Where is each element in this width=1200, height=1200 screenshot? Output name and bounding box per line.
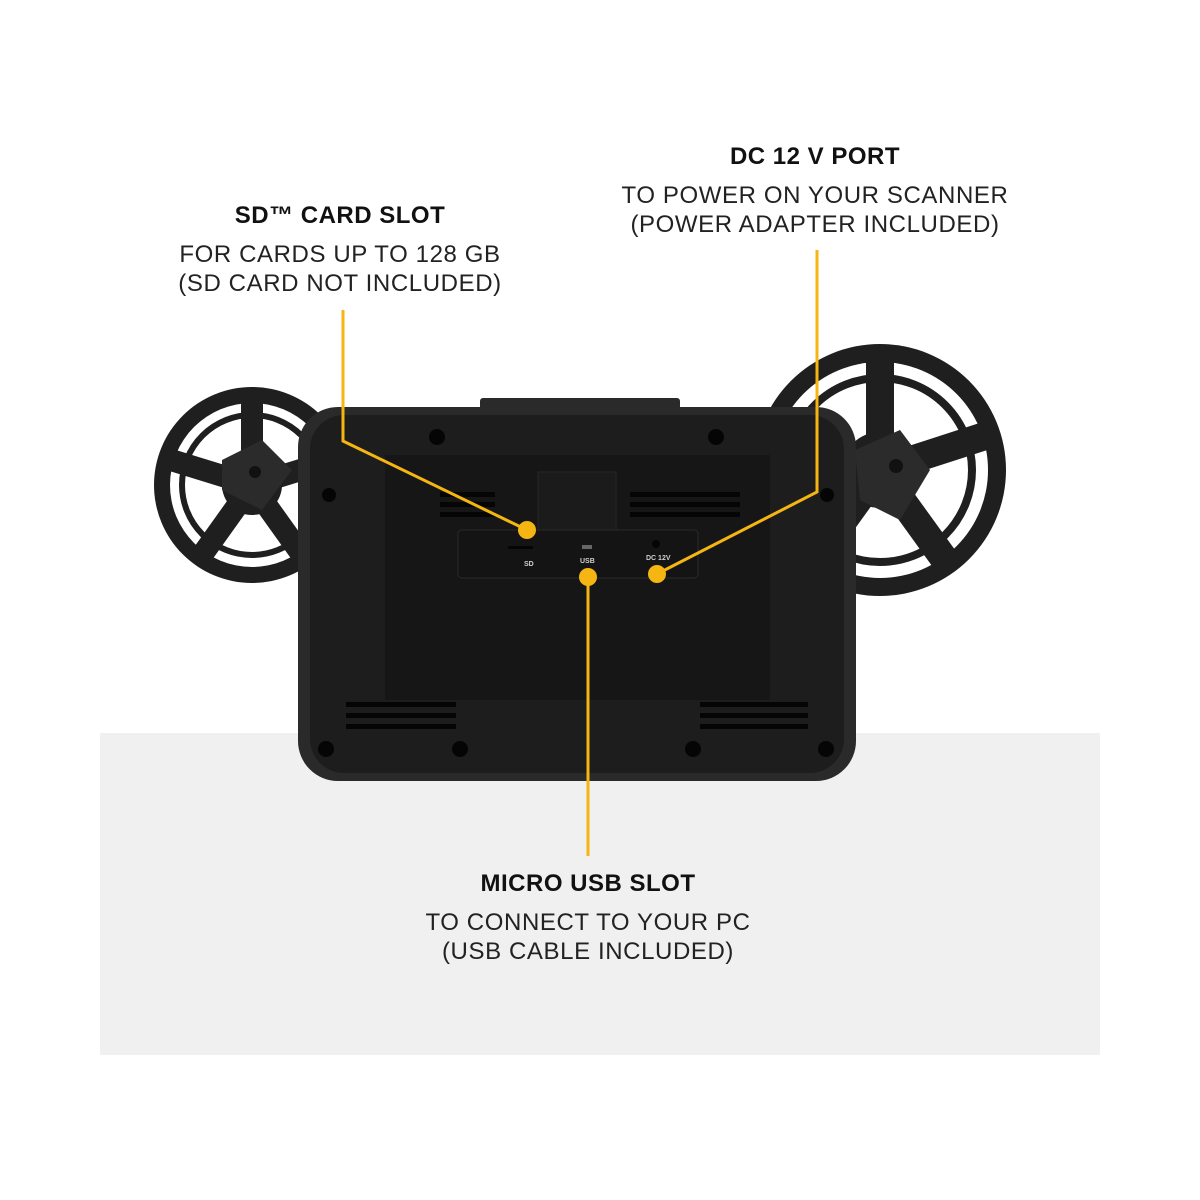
callout-title: MICRO USB SLOT	[480, 870, 696, 897]
sd-marker-dot	[518, 521, 536, 539]
dc-leader-line	[656, 250, 819, 576]
callout-line: (USB CABLE INCLUDED)	[441, 938, 735, 965]
callout-line: TO POWER ON YOUR SCANNER	[621, 182, 1009, 209]
callout-line: TO CONNECT TO YOUR PC	[425, 909, 751, 936]
sd-card-callout: SD™ CARD SLOT FOR CARDS UP TO 128 GB (SD…	[178, 202, 501, 298]
dc-port-callout: DC 12 V PORT TO POWER ON YOUR SCANNER (P…	[622, 143, 1009, 239]
sd-slot-label: SD	[524, 561, 534, 568]
floor-backdrop	[100, 733, 1100, 1055]
usb-marker-dot	[579, 568, 597, 586]
scanner-body: SD USB DC 12V	[298, 398, 856, 781]
callout-line: (SD CARD NOT INCLUDED)	[178, 270, 502, 297]
callout-line: (POWER ADAPTER INCLUDED)	[630, 211, 1000, 238]
dc-port-label: DC 12V	[646, 555, 671, 562]
dc-marker-dot	[648, 565, 666, 583]
usb-port-label: USB	[580, 558, 595, 565]
callout-line: FOR CARDS UP TO 128 GB	[179, 241, 501, 268]
callout-title: DC 12 V PORT	[729, 143, 901, 170]
callout-title: SD™ CARD SLOT	[234, 202, 446, 229]
sd-leader-line	[341, 310, 528, 532]
micro-usb-callout: MICRO USB SLOT TO CONNECT TO YOUR PC (US…	[425, 870, 750, 966]
